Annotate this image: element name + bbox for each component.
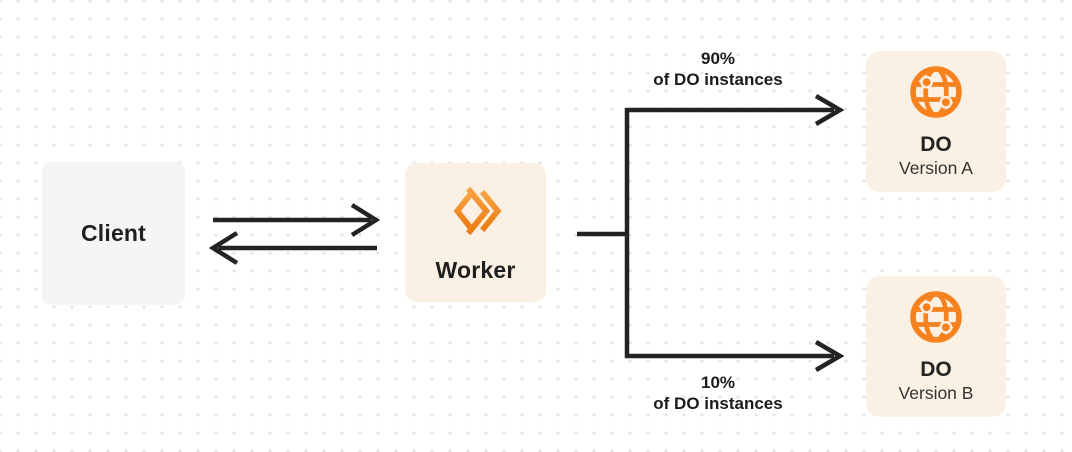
worker-to-client-arrow — [208, 231, 377, 265]
branch-a-label: 90% of DO instances — [593, 48, 843, 90]
client-label: Client — [80, 220, 147, 246]
cloudflare-workers-icon — [453, 186, 501, 236]
do-b-subtitle: Version B — [898, 383, 974, 403]
branch-b-label: 10% of DO instances — [593, 372, 843, 414]
worker-node: Worker — [405, 163, 546, 302]
durable-object-globe-icon — [910, 291, 962, 343]
durable-object-globe-icon — [910, 66, 962, 118]
branch-b-arrowhead — [814, 340, 845, 372]
do-a-title: DO — [920, 133, 952, 156]
do-version-b-node: DO Version B — [866, 276, 1006, 417]
worker-label: Worker — [435, 257, 516, 283]
branch-connector — [577, 107, 834, 359]
branch-b-percent: 10% — [700, 373, 736, 392]
branch-a-percent: 90% — [700, 49, 736, 68]
branch-a-arrowhead — [814, 94, 845, 126]
client-to-worker-arrow — [213, 203, 381, 237]
do-b-title: DO — [920, 358, 952, 381]
do-version-a-node: DO Version A — [866, 51, 1006, 192]
client-node: Client — [42, 162, 185, 305]
do-a-subtitle: Version A — [899, 158, 973, 178]
branch-b-caption: of DO instances — [653, 394, 783, 413]
branch-a-caption: of DO instances — [653, 70, 783, 89]
